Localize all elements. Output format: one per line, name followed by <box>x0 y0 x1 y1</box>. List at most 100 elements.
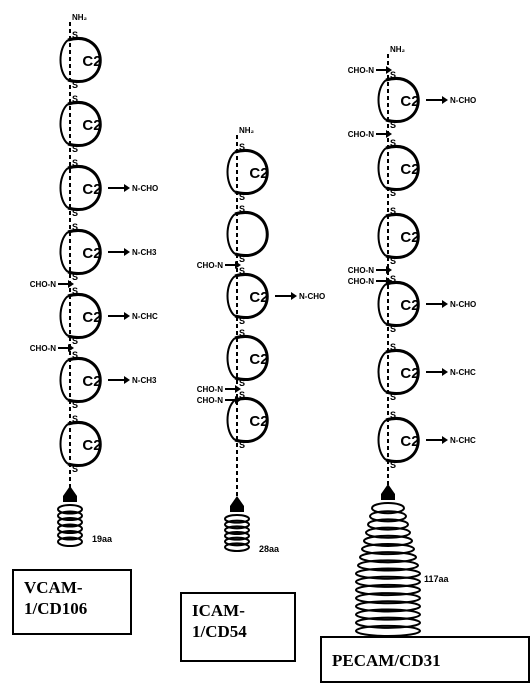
ig-loop-inner <box>61 232 69 272</box>
disulfide-s: S <box>390 460 396 470</box>
label-icam: ICAM- 1/CD54 <box>180 592 296 662</box>
nterm-label: NH₂ <box>239 126 255 135</box>
glyco-label-left: CHO-N <box>30 280 56 289</box>
arrow-icon <box>442 300 448 308</box>
disulfide-s: S <box>72 208 78 218</box>
domain-label-c2: C2 <box>249 351 268 368</box>
disulfide-s: S <box>239 378 245 388</box>
ig-loop-inner <box>228 338 236 378</box>
anchor-icon <box>381 484 395 494</box>
disulfide-s: S <box>239 390 245 400</box>
ig-loop <box>235 212 267 255</box>
disulfide-s: S <box>72 336 78 346</box>
domain-label-c2: C2 <box>82 437 101 454</box>
glyco-label: N-CHO <box>132 184 158 193</box>
ig-loop-inner <box>228 214 236 254</box>
disulfide-s: S <box>72 94 78 104</box>
arrow-icon <box>442 436 448 444</box>
glyco-label-left: CHO-N <box>197 396 223 405</box>
disulfide-s: S <box>390 70 396 80</box>
glyco-label-left: CHO-N <box>348 277 374 286</box>
anchor-icon <box>230 496 244 506</box>
disulfide-s: S <box>390 120 396 130</box>
disulfide-s: S <box>390 256 396 266</box>
domain-label-c2: C2 <box>400 229 419 246</box>
glyco-label-left: CHO-N <box>348 130 374 139</box>
disulfide-s: S <box>239 328 245 338</box>
label-pecam: PECAM/CD31 <box>320 636 530 683</box>
label-pecam-text: PECAM/CD31 <box>332 651 441 670</box>
ig-loop-inner <box>379 216 387 256</box>
glyco-label: N-CHC <box>450 368 476 377</box>
ig-loop-inner <box>61 40 69 80</box>
domain-label-c2: C2 <box>82 117 101 134</box>
tail-length-label: 19aa <box>92 534 113 544</box>
arrow-icon <box>442 368 448 376</box>
domain-label-c2: C2 <box>400 433 419 450</box>
ig-loop-inner <box>379 148 387 188</box>
ig-loop-inner <box>379 420 387 460</box>
disulfide-s: S <box>239 316 245 326</box>
glyco-label-left: CHO-N <box>30 344 56 353</box>
disulfide-s: S <box>72 158 78 168</box>
disulfide-s: S <box>72 272 78 282</box>
disulfide-s: S <box>239 192 245 202</box>
domain-label-c2: C2 <box>400 161 419 178</box>
tail-length-label: 28aa <box>259 544 280 554</box>
disulfide-s: S <box>390 410 396 420</box>
ig-loop-inner <box>379 80 387 120</box>
disulfide-s: S <box>390 188 396 198</box>
ig-loop-inner <box>228 152 236 192</box>
glyco-label-left: CHO-N <box>197 385 223 394</box>
ig-loop-inner <box>61 168 69 208</box>
glyco-label: N-CHC <box>450 436 476 445</box>
disulfide-s: S <box>72 464 78 474</box>
glyco-label: N-CH3 <box>132 376 157 385</box>
anchor-block <box>230 506 244 512</box>
disulfide-s: S <box>72 144 78 154</box>
disulfide-s: S <box>72 400 78 410</box>
disulfide-s: S <box>239 440 245 450</box>
arrow-icon <box>124 184 130 192</box>
arrow-icon <box>442 96 448 104</box>
glyco-label: N-CHC <box>132 312 158 321</box>
ig-loop-inner <box>61 424 69 464</box>
ig-loop-inner <box>61 296 69 336</box>
label-vcam-text: VCAM- 1/CD106 <box>24 578 87 618</box>
ig-loop-inner <box>379 352 387 392</box>
glyco-label-left: CHO-N <box>197 261 223 270</box>
disulfide-s: S <box>239 204 245 214</box>
disulfide-s: S <box>390 342 396 352</box>
disulfide-s: S <box>72 414 78 424</box>
disulfide-s: S <box>390 392 396 402</box>
domain-label-c2: C2 <box>82 53 101 70</box>
domain-label-c2: C2 <box>82 309 101 326</box>
domain-label-c2: C2 <box>400 297 419 314</box>
disulfide-s: S <box>72 286 78 296</box>
anchor-icon <box>63 486 77 496</box>
arrow-icon <box>124 312 130 320</box>
glyco-label: N-CHO <box>299 292 325 301</box>
domain-label-c2: C2 <box>249 289 268 306</box>
disulfide-s: S <box>239 254 245 264</box>
ig-loop-inner <box>228 400 236 440</box>
disulfide-s: S <box>390 274 396 284</box>
arrow-icon <box>291 292 297 300</box>
domain-label-c2: C2 <box>249 165 268 182</box>
disulfide-s: S <box>239 266 245 276</box>
arrow-icon <box>124 376 130 384</box>
label-icam-text: ICAM- 1/CD54 <box>192 601 247 641</box>
glyco-label-left: CHO-N <box>348 66 374 75</box>
ig-loop-inner <box>228 276 236 316</box>
ig-loop-inner <box>379 284 387 324</box>
disulfide-s: S <box>390 138 396 148</box>
disulfide-s: S <box>390 324 396 334</box>
domain-label-c2: C2 <box>400 365 419 382</box>
nterm-label: NH₂ <box>72 13 88 22</box>
glyco-label-left: CHO-N <box>348 266 374 275</box>
glyco-label: N-CH3 <box>132 248 157 257</box>
glyco-label: N-CHO <box>450 300 476 309</box>
anchor-block <box>381 494 395 500</box>
disulfide-s: S <box>72 350 78 360</box>
disulfide-s: S <box>72 30 78 40</box>
